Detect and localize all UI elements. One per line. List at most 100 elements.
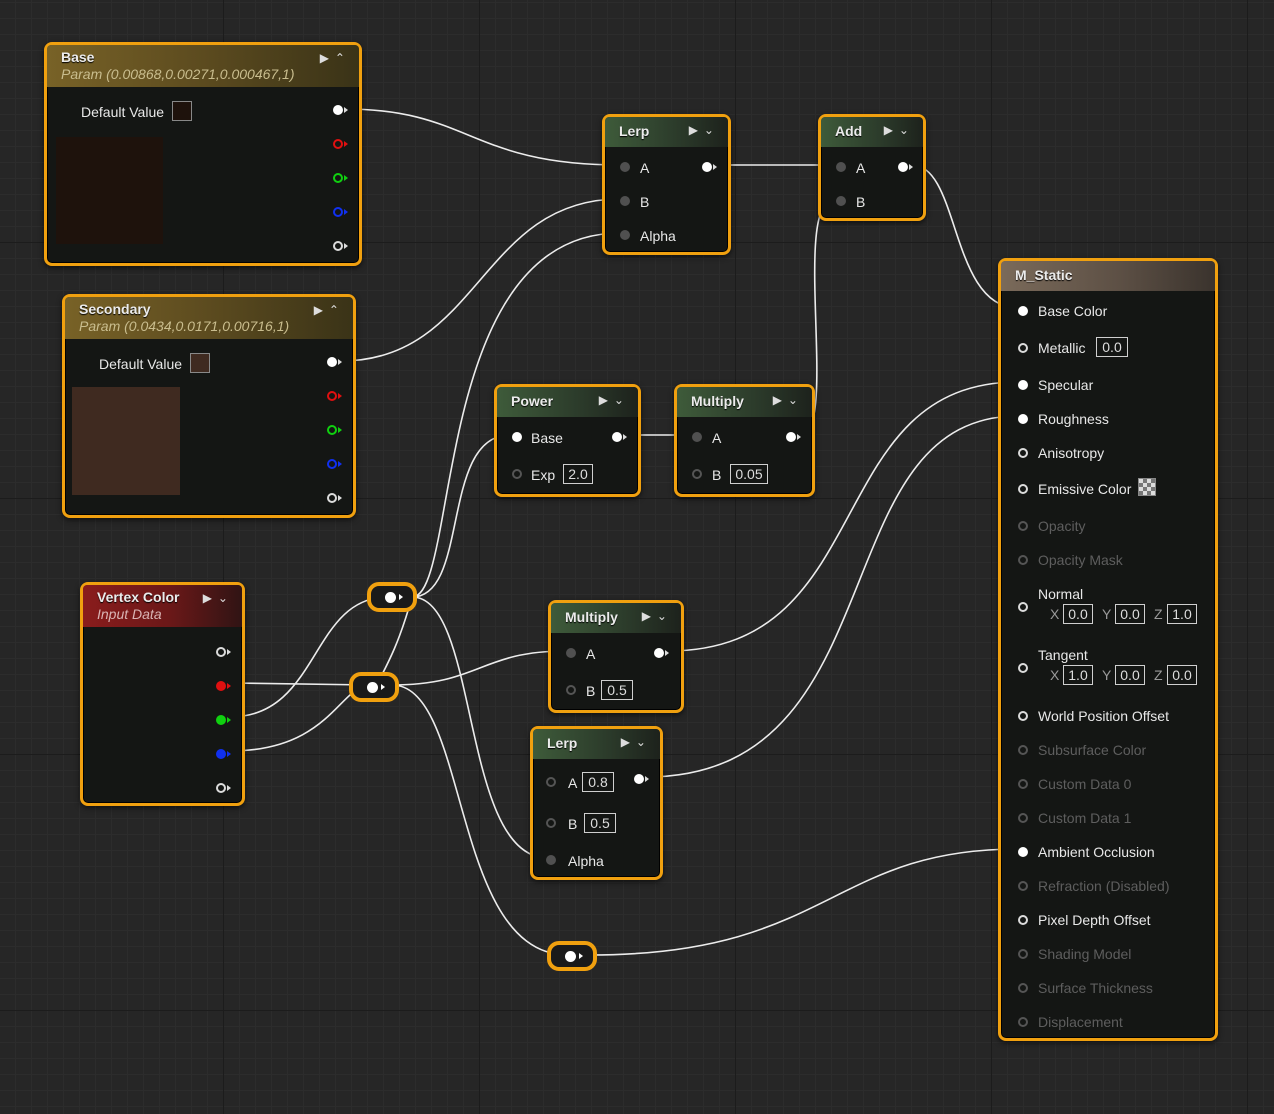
output-pin[interactable] [786,432,796,442]
output-pin-b[interactable] [216,749,226,759]
base-param-node[interactable]: Base Param (0.00868,0.00271,0.000467,1) … [44,42,362,266]
metallic-value-field[interactable]: 0.0 [1096,337,1128,357]
node-header[interactable]: Power ▶︎⌄ [497,387,638,417]
input-pin-tangent[interactable] [1018,663,1028,673]
node-header[interactable]: Add ▶︎⌄ [821,117,923,147]
input-pin-world-position-offset[interactable] [1018,711,1028,721]
output-pin-g[interactable] [216,715,226,725]
input-pin-alpha[interactable] [620,230,630,240]
input-pin-ambient-occlusion[interactable] [1018,847,1028,857]
node-header[interactable]: Secondary Param (0.0434,0.0171,0.00716,1… [65,297,353,339]
reroute-pin[interactable] [385,592,396,603]
a-value-field[interactable]: 0.8 [582,772,614,792]
b-value-field[interactable]: 0.5 [584,813,616,833]
input-pin-custom-data-1[interactable] [1018,813,1028,823]
output-pin-r[interactable] [327,391,337,401]
header-icons[interactable]: ▶︎⌄ [620,735,652,749]
header-icons[interactable]: ▶︎⌄ [202,591,234,605]
input-pin-specular[interactable] [1018,380,1028,390]
normal-x-field[interactable]: 0.0 [1063,604,1093,624]
input-pin-roughness[interactable] [1018,414,1028,424]
header-icons[interactable]: ▶︎⌃ [319,51,351,65]
node-header[interactable]: Vertex Color Input Data ▶︎⌄ [83,585,242,627]
input-pin-b[interactable] [620,196,630,206]
normal-y-field[interactable]: 0.0 [1115,604,1145,624]
output-pin[interactable] [702,162,712,172]
exp-value-field[interactable]: 2.0 [563,464,593,484]
input-pin-exp[interactable] [512,469,522,479]
reroute-node-1[interactable] [367,582,417,612]
input-pin-displacement[interactable] [1018,1017,1028,1027]
secondary-param-node[interactable]: Secondary Param (0.0434,0.0171,0.00716,1… [62,294,356,518]
material-result-node[interactable]: M_Static Base Color Metallic 0.0 Specula… [998,258,1218,1041]
input-pin-a[interactable] [620,162,630,172]
output-pin[interactable] [612,432,622,442]
input-pin-base-color[interactable] [1018,306,1028,316]
input-pin-b[interactable] [566,685,576,695]
input-pin-a[interactable] [566,648,576,658]
input-pin-emissive-color[interactable] [1018,484,1028,494]
reroute-node-2[interactable] [349,672,399,702]
reroute-pin[interactable] [367,682,378,693]
node-header[interactable]: Base Param (0.00868,0.00271,0.000467,1) … [47,45,359,87]
input-pin-opacity-mask[interactable] [1018,555,1028,565]
output-pin-b[interactable] [333,207,343,217]
output-pin-a[interactable] [333,241,343,251]
vertex-color-node[interactable]: Vertex Color Input Data ▶︎⌄ [80,582,245,806]
output-pin-r[interactable] [216,681,226,691]
default-value-swatch[interactable] [172,101,192,121]
output-pin-g[interactable] [327,425,337,435]
input-pin-base[interactable] [512,432,522,442]
b-value-field[interactable]: 0.05 [730,464,768,484]
emissive-color-swatch[interactable] [1138,478,1156,496]
reroute-pin[interactable] [565,951,576,962]
output-pin-rgba[interactable] [327,357,337,367]
input-pin-b[interactable] [836,196,846,206]
output-pin-rgba[interactable] [333,105,343,115]
tangent-x-field[interactable]: 1.0 [1063,665,1093,685]
node-header[interactable]: Multiply ▶︎⌄ [551,603,681,633]
multiply-node-1[interactable]: Multiply ▶︎⌄ A B 0.05 [674,384,815,497]
lerp-node-2[interactable]: Lerp ▶︎⌄ A 0.8 B 0.5 Alpha [530,726,663,880]
header-icons[interactable]: ▶︎⌄ [598,393,630,407]
header-icons[interactable]: ▶︎⌄ [688,123,720,137]
header-icons[interactable]: ▶︎⌄ [641,609,673,623]
tangent-y-field[interactable]: 0.0 [1115,665,1145,685]
output-pin[interactable] [634,774,644,784]
input-pin-alpha[interactable] [546,855,556,865]
input-pin-a[interactable] [836,162,846,172]
output-pin-r[interactable] [333,139,343,149]
input-pin-opacity[interactable] [1018,521,1028,531]
output-pin-a[interactable] [216,783,226,793]
input-pin-b[interactable] [546,818,556,828]
multiply-node-2[interactable]: Multiply ▶︎⌄ A B 0.5 [548,600,684,713]
header-icons[interactable]: ▶︎⌄ [883,123,915,137]
input-pin-surface-thickness[interactable] [1018,983,1028,993]
input-pin-b[interactable] [692,469,702,479]
output-pin[interactable] [654,648,664,658]
input-pin-a[interactable] [546,777,556,787]
input-pin-subsurface-color[interactable] [1018,745,1028,755]
header-icons[interactable]: ▶︎⌃ [313,303,345,317]
node-header[interactable]: Lerp ▶︎⌄ [605,117,728,147]
input-pin-metallic[interactable] [1018,343,1028,353]
input-pin-a[interactable] [692,432,702,442]
default-value-swatch[interactable] [190,353,210,373]
node-header[interactable]: M_Static [1001,261,1215,291]
input-pin-anisotropy[interactable] [1018,448,1028,458]
input-pin-refraction[interactable] [1018,881,1028,891]
input-pin-shading-model[interactable] [1018,949,1028,959]
input-pin-normal[interactable] [1018,602,1028,612]
output-pin-a[interactable] [327,493,337,503]
input-pin-pixel-depth-offset[interactable] [1018,915,1028,925]
tangent-z-field[interactable]: 0.0 [1167,665,1197,685]
input-pin-custom-data-0[interactable] [1018,779,1028,789]
normal-z-field[interactable]: 1.0 [1167,604,1197,624]
lerp-node-1[interactable]: Lerp ▶︎⌄ A B Alpha [602,114,731,255]
node-header[interactable]: Lerp ▶︎⌄ [533,729,660,759]
output-pin-rgba[interactable] [216,647,226,657]
node-header[interactable]: Multiply ▶︎⌄ [677,387,812,417]
output-pin[interactable] [898,162,908,172]
output-pin-b[interactable] [327,459,337,469]
header-icons[interactable]: ▶︎⌄ [772,393,804,407]
